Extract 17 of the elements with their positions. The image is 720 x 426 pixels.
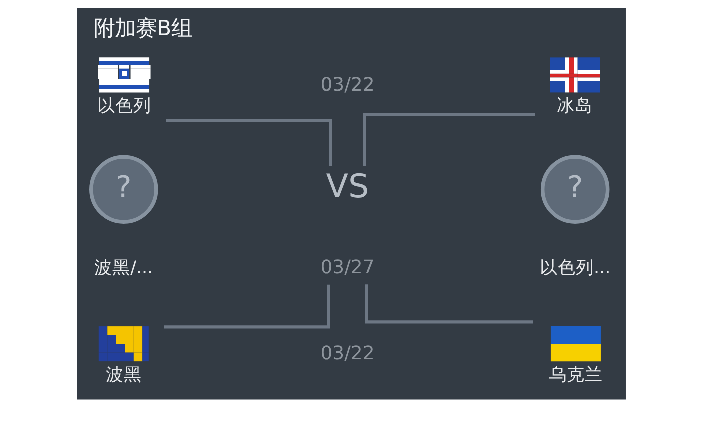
- node-label: 乌克兰: [548, 366, 603, 386]
- node-label: 以色列...: [539, 258, 610, 279]
- node-label: 波黑: [105, 366, 142, 386]
- label: 03/22: [320, 344, 374, 365]
- node-label: 波黑/...: [94, 258, 153, 279]
- connector: [166, 119, 332, 166]
- node-text: 03/27: [320, 257, 374, 278]
- connector: [364, 284, 533, 324]
- node-circle: ?: [89, 155, 158, 224]
- node-label: 冰岛: [556, 96, 593, 117]
- label: 03/22: [320, 74, 374, 96]
- connector: [362, 113, 535, 166]
- diagram-title: 附加赛B组: [93, 16, 192, 42]
- node-text: VS: [326, 167, 369, 206]
- node-circle: ?: [540, 155, 610, 224]
- connector: [164, 284, 330, 329]
- node-label: 以色列: [97, 96, 152, 117]
